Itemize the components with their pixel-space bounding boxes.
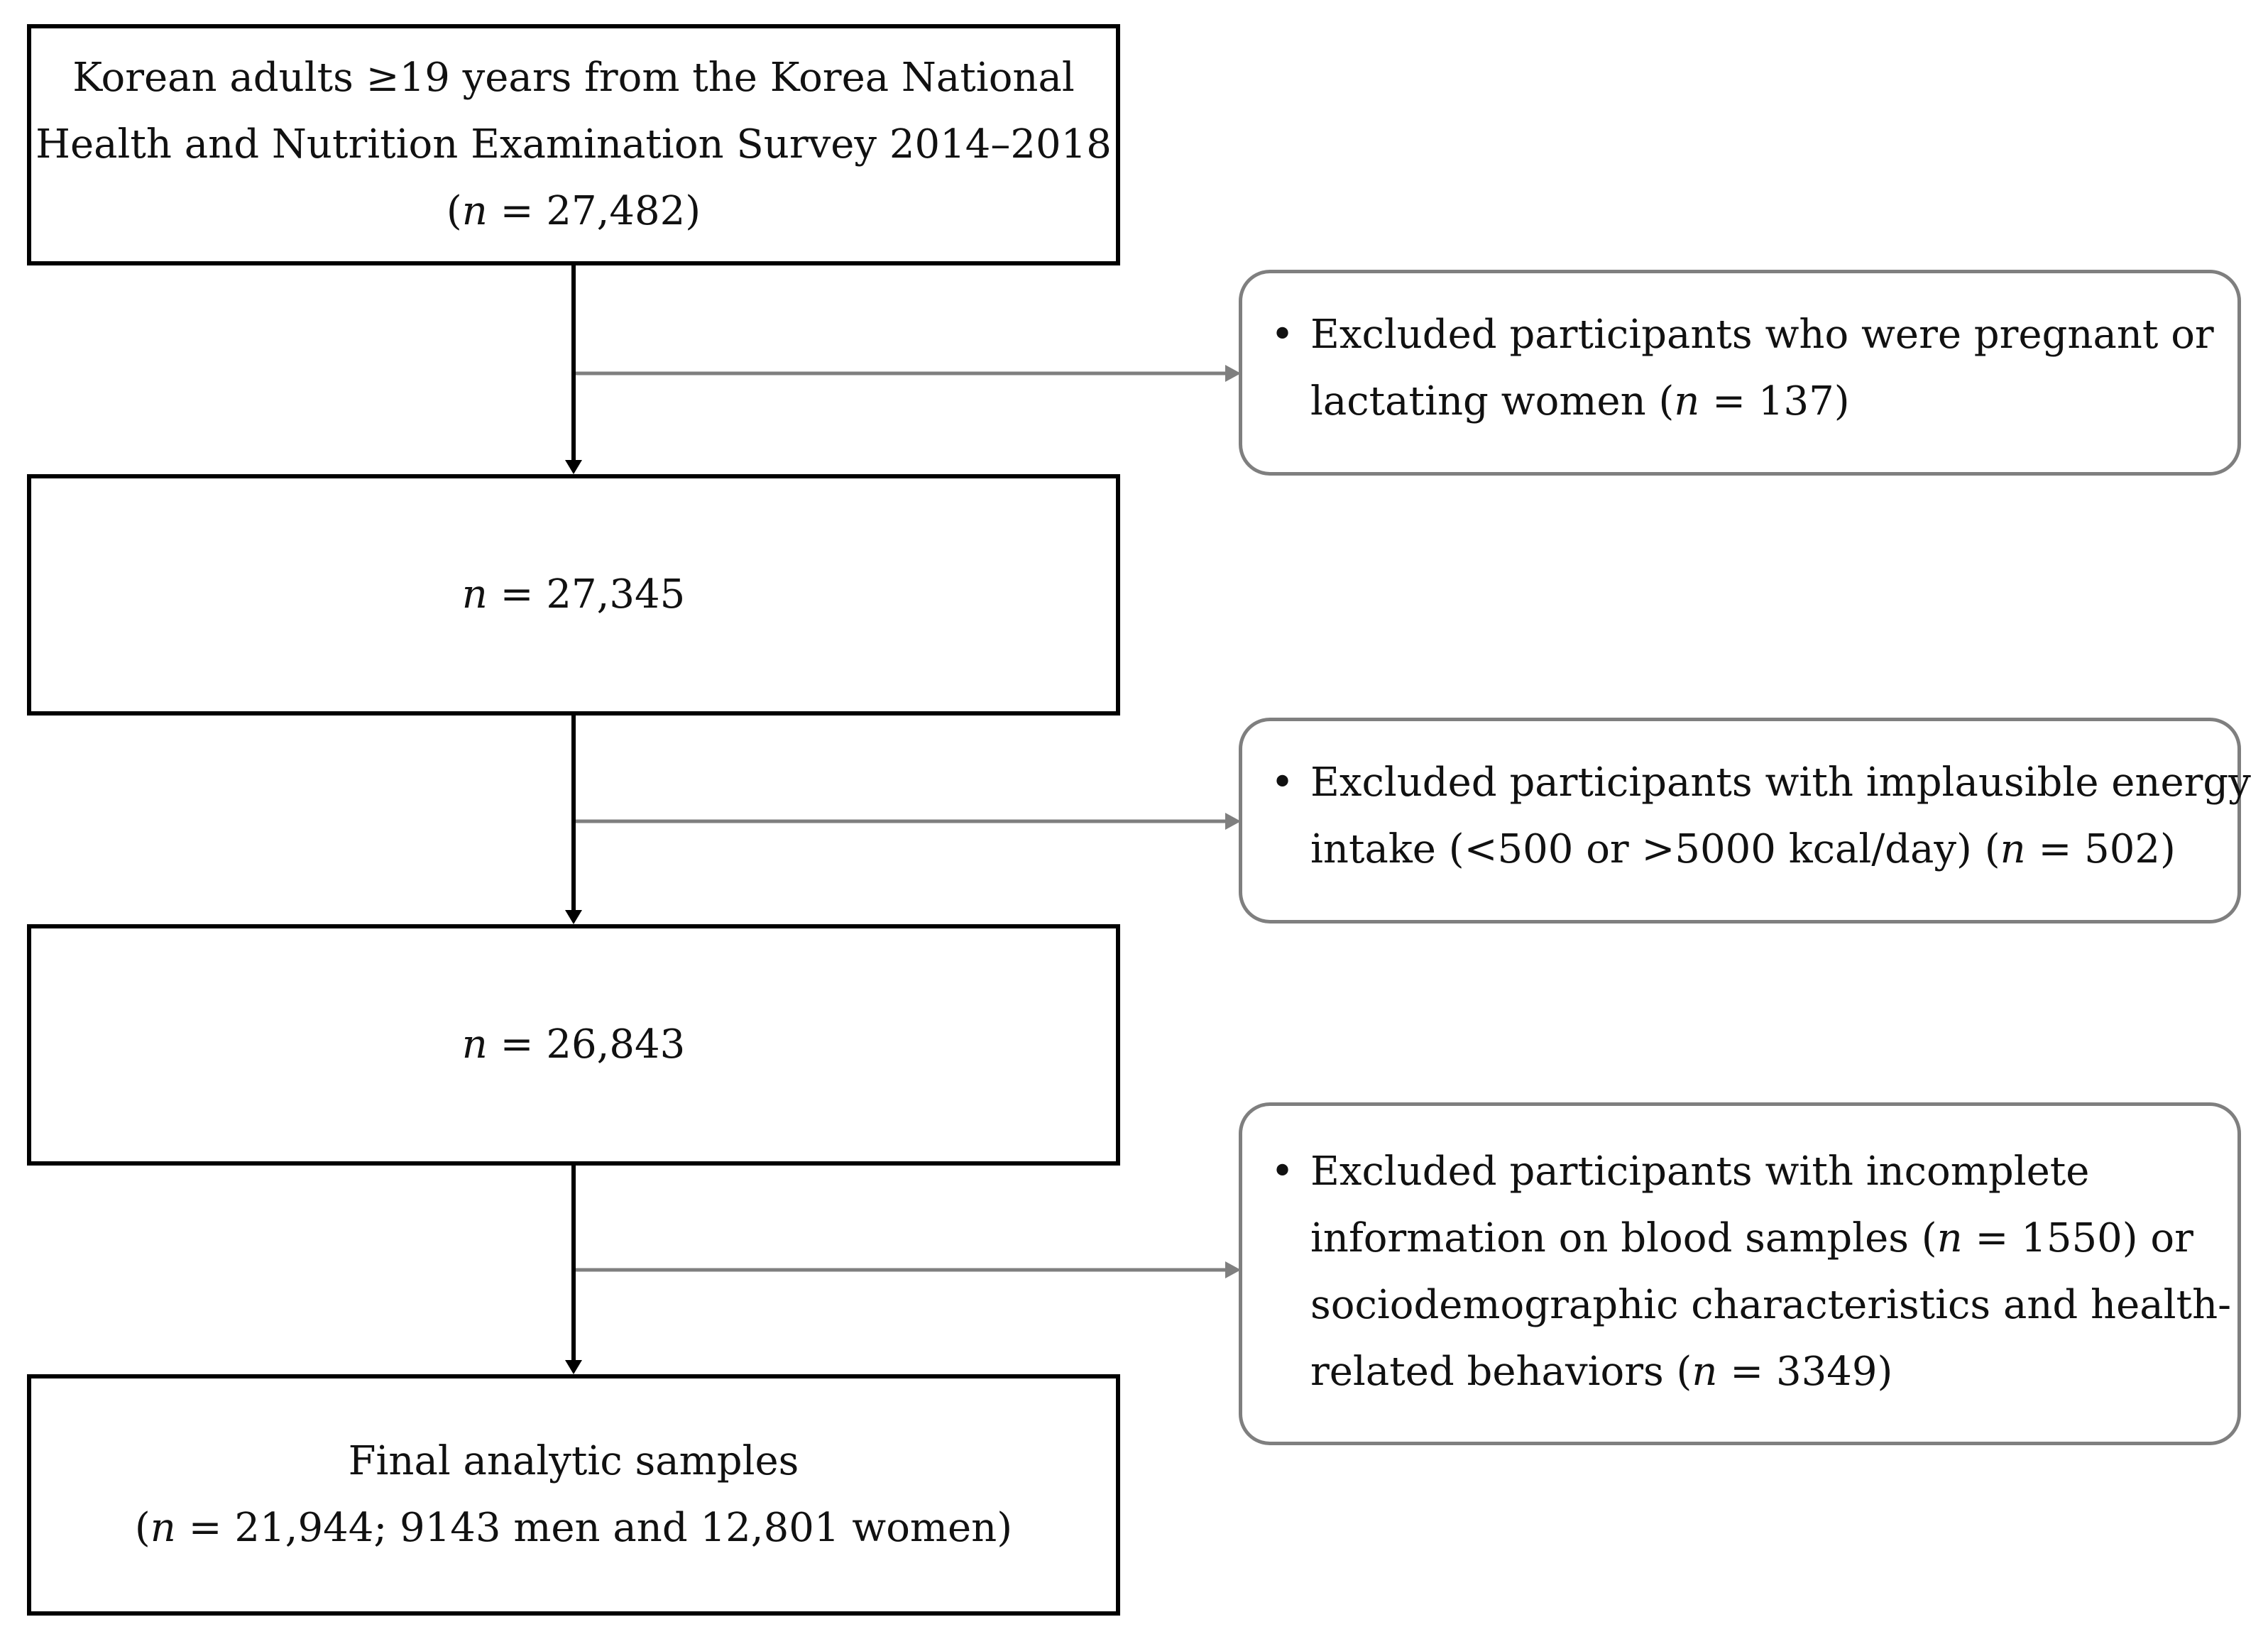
bullet-icon: • bbox=[1271, 1149, 1295, 1195]
step-box-final-sample: Final analytic samples (n = 21,944; 9143… bbox=[27, 1374, 1120, 1616]
step-1-line-2: Health and Nutrition Examination Survey … bbox=[35, 121, 1112, 168]
exclusion-3-line-3: sociodemographic characteristics and hea… bbox=[1310, 1282, 2232, 1328]
step-box-after-energy-exclusion: n = 26,843 bbox=[27, 924, 1120, 1166]
step-4-count: (n = 21,944; 9143 men and 12,801 women) bbox=[134, 1505, 1013, 1551]
step-2-count: n = 27,345 bbox=[461, 571, 686, 618]
exclusion-1-line-1: Excluded participants who were pregnant … bbox=[1310, 312, 2214, 358]
side-arrow-1-head bbox=[1225, 365, 1241, 382]
step-box-after-pregnancy-exclusion: n = 27,345 bbox=[27, 474, 1120, 716]
side-arrow-3-head bbox=[1225, 1261, 1241, 1278]
down-arrow-3-head bbox=[565, 1360, 582, 1374]
exclusion-3-line-4: related behaviors (n = 3349) bbox=[1310, 1349, 1893, 1395]
exclusion-box-implausible-energy: • Excluded participants with implausible… bbox=[1239, 718, 2251, 923]
down-arrow-1-head bbox=[565, 460, 582, 474]
step-3-count: n = 26,843 bbox=[461, 1021, 686, 1068]
exclusion-3-line-2: information on blood samples (n = 1550) … bbox=[1310, 1215, 2193, 1261]
side-arrow-2-head bbox=[1225, 813, 1241, 830]
bullet-icon: • bbox=[1271, 760, 1295, 806]
exclusion-3-line-1: Excluded participants with incomplete bbox=[1310, 1149, 2090, 1195]
exclusion-2-line-2: intake (<500 or >5000 kcal/day) (n = 502… bbox=[1310, 826, 2176, 872]
exclusion-1-line-2: lactating women (n = 137) bbox=[1310, 378, 1850, 424]
step-box-initial-population: Korean adults ≥19 years from the Korea N… bbox=[27, 24, 1120, 265]
exclusion-box-incomplete-information: • Excluded participants with incomplete … bbox=[1239, 1102, 2241, 1445]
step-4-line-1: Final analytic samples bbox=[348, 1438, 799, 1484]
exclusion-2-line-1: Excluded participants with implausible e… bbox=[1310, 760, 2251, 806]
down-arrow-2-head bbox=[565, 910, 582, 924]
step-1-line-1: Korean adults ≥19 years from the Korea N… bbox=[72, 55, 1075, 101]
exclusion-box-pregnant-lactating: • Excluded participants who were pregnan… bbox=[1239, 270, 2241, 476]
bullet-icon: • bbox=[1271, 312, 1295, 358]
step-1-count: (n = 27,482) bbox=[446, 188, 701, 234]
